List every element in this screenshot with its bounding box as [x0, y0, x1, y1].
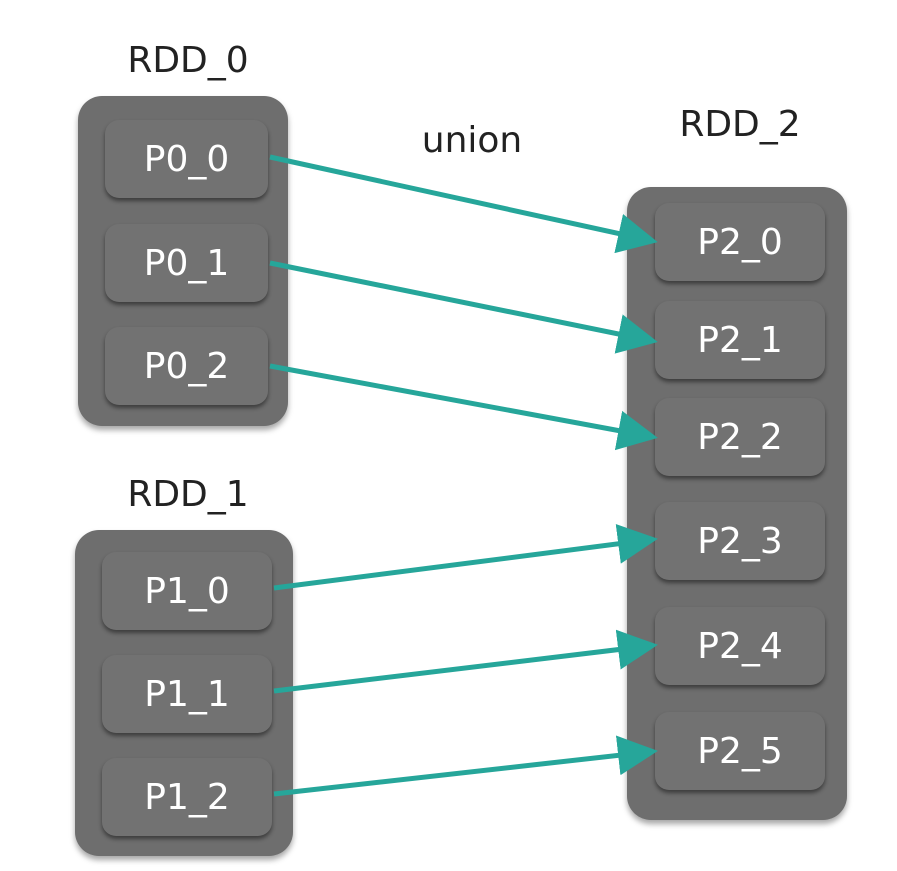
rdd0-title: RDD_0	[127, 40, 249, 81]
partition-p2-1: P2_1	[655, 301, 825, 379]
partition-p2-0: P2_0	[655, 203, 825, 281]
union-label: union	[421, 120, 523, 161]
rdd1-title: RDD_1	[127, 474, 249, 515]
arrow-p1-0-to-p2-3	[273, 523, 658, 591]
rdd0-container: P0_0 P0_1 P0_2	[78, 96, 288, 426]
partition-p0-2: P0_2	[105, 327, 268, 405]
partition-p0-1: P0_1	[105, 224, 268, 302]
arrow-p0-1-to-p2-1	[269, 260, 658, 354]
rdd2-container: P2_0 P2_1 P2_2 P2_3 P2_4 P2_5	[627, 187, 847, 820]
partition-p2-3: P2_3	[655, 502, 825, 580]
partition-p1-1: P1_1	[102, 655, 272, 733]
arrow-p0-0-to-p2-0	[269, 154, 658, 254]
partition-p2-5: P2_5	[655, 712, 825, 790]
partition-p0-0: P0_0	[105, 120, 268, 198]
partition-p2-2: P2_2	[655, 398, 825, 476]
arrow-p1-2-to-p2-5	[273, 735, 658, 797]
partition-p1-2: P1_2	[102, 758, 272, 836]
rdd2-title: RDD_2	[679, 104, 801, 145]
rdd1-container: P1_0 P1_1 P1_2	[75, 530, 293, 856]
arrow-p1-1-to-p2-4	[273, 629, 658, 694]
partition-p2-4: P2_4	[655, 607, 825, 685]
arrow-p0-2-to-p2-2	[269, 363, 658, 451]
partition-p1-0: P1_0	[102, 552, 272, 630]
